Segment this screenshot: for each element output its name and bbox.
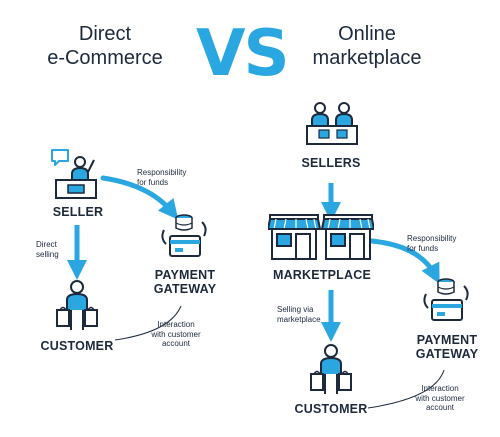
direct-payment-line2: GATEWAY <box>153 282 217 296</box>
payment-gateway-icon <box>161 214 207 257</box>
market-resp-note: Responsibility for funds <box>407 234 456 253</box>
left-title-line1: Direct <box>78 23 132 45</box>
market-inter-line1: Interaction <box>421 384 459 393</box>
seller-icon <box>51 149 97 199</box>
line-payment-customer-interaction-right <box>367 369 445 409</box>
payment-gateway-icon-right <box>423 278 469 321</box>
market-selling-note: Selling via marketplace <box>277 305 321 324</box>
direct-interaction-note: Interaction with customer account <box>136 320 216 349</box>
direct-resp-note: Responsibility for funds <box>137 168 186 187</box>
line-payment-customer-interaction <box>114 305 182 341</box>
market-inter-line2: with customer <box>415 393 465 403</box>
vs-label: VS <box>196 17 290 91</box>
right-title: Online marketplace <box>292 22 442 70</box>
arrow-marketplace-to-payment <box>369 238 440 284</box>
direct-inter-line1: Interaction <box>157 320 195 329</box>
direct-payment-label: PAYMENT GATEWAY <box>140 268 230 296</box>
market-payment-line1: PAYMENT <box>416 333 478 347</box>
arrow-seller-to-payment <box>100 175 179 220</box>
market-payment-line2: GATEWAY <box>415 347 479 361</box>
direct-resp-line1: Responsibility <box>137 168 187 177</box>
market-selling-line2: marketplace <box>277 314 321 324</box>
seller-label: SELLER <box>52 205 104 219</box>
direct-resp-line2: for funds <box>137 177 169 187</box>
market-customer-label: CUSTOMER <box>294 402 368 416</box>
left-title: Direct e-Commerce <box>30 22 180 70</box>
customer-icon-right <box>310 344 352 394</box>
market-interaction-note: Interaction with customer account <box>400 384 480 413</box>
direct-inter-line3: account <box>161 339 191 348</box>
right-title-line2: marketplace <box>312 47 422 69</box>
market-inter-line3: account <box>425 403 455 412</box>
sellers-label: SELLERS <box>301 156 361 170</box>
direct-selling-line1: Direct <box>36 240 57 249</box>
sellers-icon <box>306 102 358 145</box>
market-resp-line2: for funds <box>407 243 439 253</box>
direct-inter-line2: with customer <box>151 329 201 339</box>
direct-payment-line1: PAYMENT <box>154 268 216 282</box>
direct-customer-label: CUSTOMER <box>40 339 114 353</box>
market-resp-line1: Responsibility <box>407 234 457 243</box>
marketplace-store-icon <box>268 214 374 260</box>
direct-selling-line2: selling <box>36 249 59 259</box>
market-payment-label: PAYMENT GATEWAY <box>402 333 492 361</box>
customer-icon <box>56 280 98 330</box>
left-title-line2: e-Commerce <box>47 47 163 69</box>
market-selling-line1: Selling via <box>277 305 314 314</box>
marketplace-label: MARKETPLACE <box>272 268 372 282</box>
right-title-line1: Online <box>338 23 396 45</box>
direct-selling-note: Direct selling <box>36 240 59 259</box>
